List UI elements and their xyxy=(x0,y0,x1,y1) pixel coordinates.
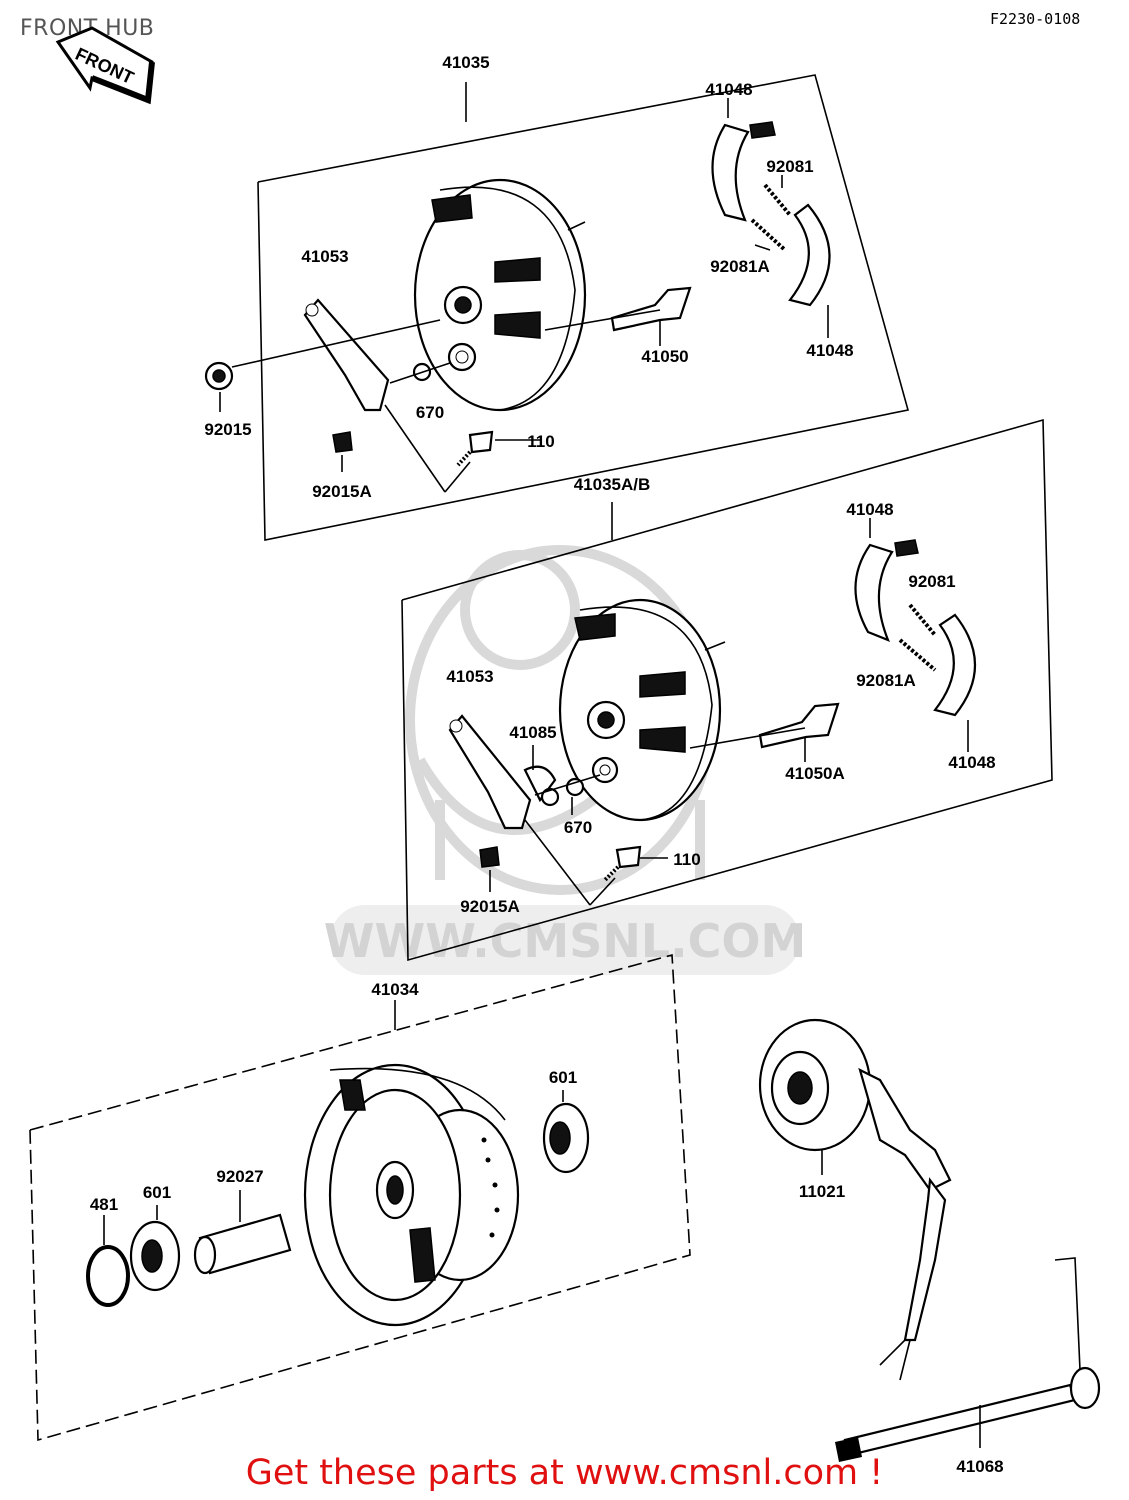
label-92015A: 92015A xyxy=(312,482,372,501)
brake-shoe xyxy=(854,543,894,642)
assembly-lower: 41034 xyxy=(29,953,1101,1476)
label-601: 601 xyxy=(143,1183,171,1202)
label-41053: 41053 xyxy=(301,247,348,266)
label-41035: 41035 xyxy=(442,53,489,72)
label-92015A: 92015A xyxy=(460,897,520,916)
brake-lever xyxy=(448,714,532,830)
brake-lever xyxy=(303,298,390,412)
label-41050A: 41050A xyxy=(785,764,845,783)
hub xyxy=(303,1063,520,1327)
label-92081: 92081 xyxy=(766,157,813,176)
speedometer-gearbox xyxy=(758,1018,952,1381)
label-41050: 41050 xyxy=(641,347,688,366)
label-670: 670 xyxy=(564,818,592,837)
brake-shoe xyxy=(788,203,831,307)
label-41048: 41048 xyxy=(705,80,752,99)
front-arrow: FRONT xyxy=(55,26,155,105)
label-601: 601 xyxy=(549,1068,577,1087)
brake-cam xyxy=(758,702,840,749)
label-41053: 41053 xyxy=(446,667,493,686)
watermark: WWW.CMSNL.COM xyxy=(324,545,807,975)
label-92081A: 92081A xyxy=(710,257,770,276)
label-41034: 41034 xyxy=(371,980,419,999)
label-41068: 41068 xyxy=(956,1457,1003,1476)
circlip xyxy=(86,1245,130,1307)
label-41048: 41048 xyxy=(806,341,853,360)
label-670: 670 xyxy=(416,403,444,422)
label-11021: 11021 xyxy=(799,1182,845,1201)
axle xyxy=(835,1257,1101,1462)
assembly-upper: 41035 xyxy=(204,53,910,541)
brake-panel xyxy=(558,598,726,822)
label-92015: 92015 xyxy=(204,420,251,439)
label-41048: 41048 xyxy=(846,500,893,519)
label-41085: 41085 xyxy=(509,723,556,742)
brake-shoe xyxy=(933,613,976,717)
label-110: 110 xyxy=(673,850,700,869)
label-92081: 92081 xyxy=(908,572,955,591)
label-92081A: 92081A xyxy=(856,671,916,690)
label-41048: 41048 xyxy=(948,753,995,772)
assembly-middle: 41035A/B xyxy=(401,418,1053,962)
label-110: 110 xyxy=(527,432,554,451)
label-481: 481 xyxy=(90,1195,118,1214)
label-92027: 92027 xyxy=(216,1167,263,1186)
brake-cam xyxy=(610,286,692,332)
diagram-code: F2230-0108 xyxy=(990,10,1081,28)
indicator-plate xyxy=(523,765,557,803)
brake-shoe xyxy=(711,123,750,222)
footer-banner[interactable]: Get these parts at www.cmsnl.com ! xyxy=(245,1453,884,1493)
watermark-text: WWW.CMSNL.COM xyxy=(324,914,807,968)
brake-panel xyxy=(413,178,587,412)
label-41035AB: 41035A/B xyxy=(574,475,651,494)
